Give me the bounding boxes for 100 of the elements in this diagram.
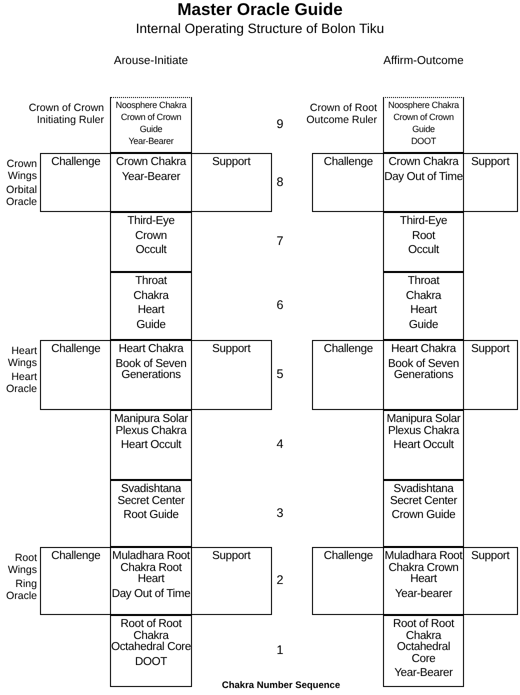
chakra-box [383, 212, 464, 272]
side-box [462, 547, 518, 615]
box-text: Muladhara Root Chakra Root Heart [111, 551, 191, 586]
box-text: Noosphere Chakra [387, 101, 460, 110]
box-text: Svadishtana Secret Center [388, 484, 458, 507]
box-text: Noosphere Chakra [114, 101, 188, 110]
box-text: Crown Chakra [388, 157, 460, 168]
side-box [190, 547, 272, 615]
box-text: Third-Eye [126, 216, 176, 228]
box-text: Root [410, 230, 436, 242]
box-text: Day Out of Time [111, 588, 191, 600]
box-text: Challenge [50, 551, 102, 562]
box-text: Year-Bearer [128, 137, 174, 146]
box-text: Root Guide [122, 510, 180, 522]
chakra-box [110, 340, 192, 410]
row-number: 8 [276, 174, 284, 188]
chakra-box [383, 410, 464, 480]
chakra-box [383, 153, 464, 212]
box-text: Book of Seven Generations [114, 358, 188, 382]
box-text: Heart Chakra [390, 344, 458, 356]
side-box [462, 153, 518, 212]
box-text: Challenge [322, 157, 374, 168]
box-text: Root of Root Chakra Octahedral Core [111, 619, 191, 654]
box-text: Support [211, 157, 252, 168]
row-number: 9 [276, 117, 284, 131]
side-caption: Heart Wings [6, 345, 37, 369]
row-number: 3 [276, 506, 284, 520]
box-text: Challenge [50, 344, 102, 356]
box-text: Support [211, 551, 252, 562]
box-text: Crown Chakra [115, 157, 188, 168]
box-text: Year-Bearer [393, 668, 454, 680]
side-box [312, 547, 384, 615]
column-heading: Arouse-Initiate [112, 55, 190, 67]
subtitle: Internal Operating Structure of Bolon Tiku [134, 21, 386, 36]
chakra-box [110, 480, 192, 547]
chakra-box [383, 340, 464, 410]
chakra-box [110, 410, 192, 480]
chakra-box [110, 153, 192, 212]
row-number: 1 [276, 643, 284, 657]
side-caption: Ring Oracle [5, 578, 37, 602]
side-box [40, 340, 112, 410]
box-text: Throat [406, 276, 440, 288]
chakra-box [383, 272, 464, 340]
box-text: Occult [407, 245, 440, 256]
row-number: 6 [276, 298, 284, 312]
box-text: Year-Bearer [120, 172, 182, 183]
box-text: Support [211, 344, 252, 356]
side-caption: Crown of Crown Initiating Ruler [28, 102, 104, 126]
chakra-box [383, 615, 464, 687]
box-text: Heart [409, 305, 438, 316]
box-text: Heart Occult [392, 440, 455, 452]
side-box [190, 153, 272, 212]
box-text: Throat [134, 276, 168, 288]
side-box [312, 153, 384, 212]
chakra-box [110, 272, 192, 340]
box-text: Year-bearer [394, 588, 454, 600]
box-text: DOOT [134, 656, 168, 668]
box-text: Muladhara Root Chakra Crown Heart [384, 551, 463, 586]
box-text: Crown [134, 230, 168, 242]
box-text: Support [470, 344, 511, 356]
row-number: 2 [276, 573, 284, 587]
row-number: 7 [276, 234, 284, 248]
side-box [40, 547, 112, 615]
box-text: DOOT [410, 137, 437, 146]
box-text: Svadishtana Secret Center [116, 484, 186, 507]
box-text: Occult [134, 245, 168, 256]
box-text: Support [470, 551, 511, 562]
box-text: Heart Chakra [118, 344, 185, 356]
row-number: 5 [276, 367, 284, 381]
box-text: Crown of Crown [120, 113, 182, 122]
box-text: Root of Root Chakra Octahedral Core [392, 619, 456, 665]
side-caption: Crown Wings [6, 158, 37, 182]
chakra-box [110, 547, 192, 615]
box-text: Guide [411, 125, 436, 134]
box-text: Manipura Solar Plexus Chakra [386, 414, 462, 437]
box-text: Support [470, 157, 511, 168]
axis-caption: Chakra Number Sequence [220, 680, 342, 691]
box-text: Heart Occult [120, 440, 182, 452]
side-caption: Crown of Root Outcome Ruler [305, 102, 377, 126]
chakra-box [110, 212, 192, 272]
row-number: 4 [276, 437, 284, 451]
box-text: Day Out of Time [384, 172, 463, 183]
chakra-box [383, 480, 464, 547]
box-text: Challenge [322, 344, 374, 356]
chakra-box [110, 615, 192, 687]
side-caption: Root Wings [6, 552, 37, 576]
box-text: Crown of Crown [392, 113, 455, 122]
box-text: Book of Seven Generations [387, 358, 460, 382]
column-heading: Affirm-Outcome [383, 55, 464, 67]
box-text: Crown Guide [390, 510, 456, 522]
box-text: Challenge [322, 551, 374, 562]
chakra-box [383, 97, 464, 153]
side-caption: Orbital Oracle [5, 184, 37, 208]
side-box [312, 340, 384, 410]
side-box [40, 153, 112, 212]
box-text: Challenge [50, 157, 102, 168]
side-box [462, 340, 518, 410]
side-caption: Heart Oracle [5, 371, 37, 395]
diagram-title: Master Oracle Guide [176, 0, 344, 20]
side-box [190, 340, 272, 410]
